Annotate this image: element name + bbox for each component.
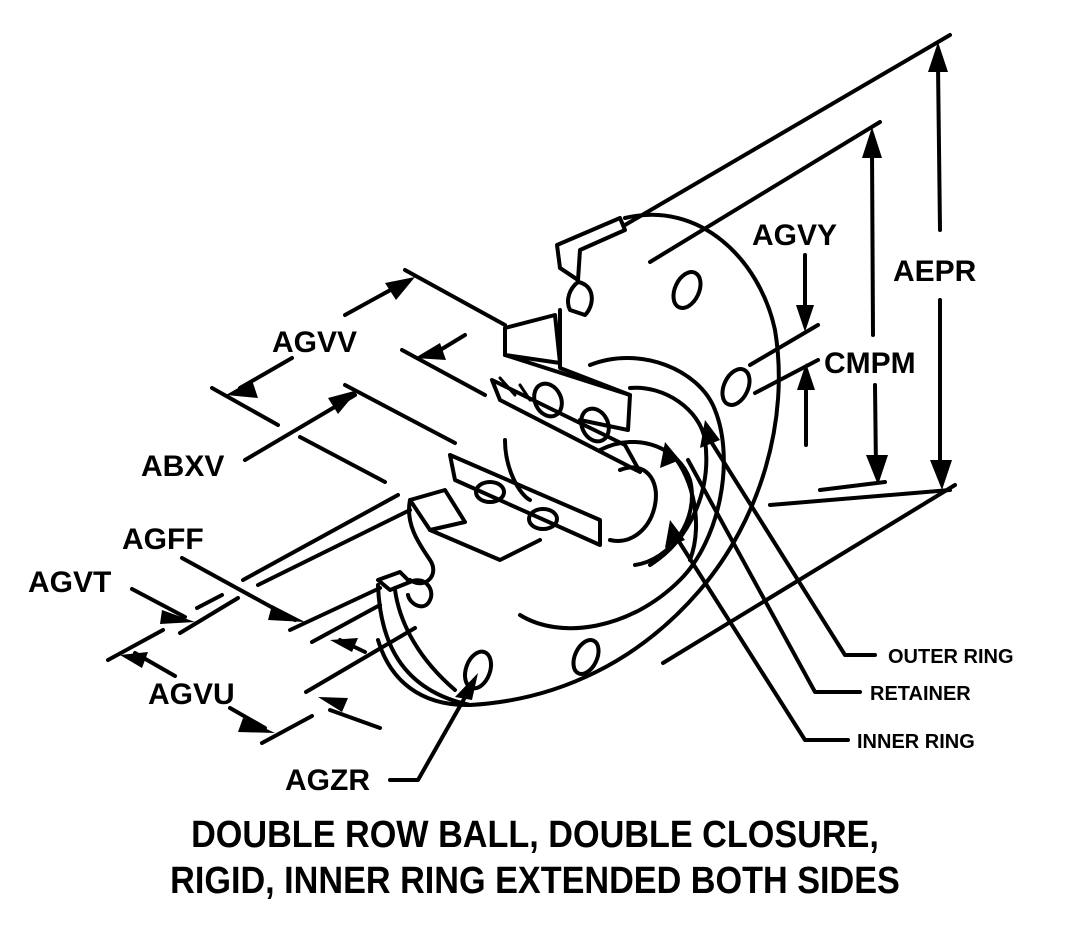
inner-height-dimension: [661, 127, 957, 665]
part-leaders: [676, 438, 877, 742]
inner-arrow-top: [862, 127, 882, 158]
label-agvv: AGVV: [272, 326, 357, 359]
label-outer-ring: OUTER RING: [888, 646, 1014, 668]
aepr-extension-lines: [623, 33, 952, 507]
retainer-leader: [686, 458, 862, 694]
aepr-dimension: [928, 42, 952, 490]
cmpm-arrow: [797, 363, 815, 390]
agvv-dimension: [210, 268, 507, 427]
label-agvy: AGVY: [752, 219, 837, 252]
label-inner-ring: INNER RING: [857, 731, 975, 753]
label-agff: AGFF: [122, 523, 204, 556]
aepr-arrow-bottom: [930, 460, 952, 490]
agvy-cmpm-dimension: [748, 253, 820, 447]
caption-line-1: DOUBLE ROW BALL, DOUBLE CLOSURE,: [191, 814, 879, 856]
figure-caption: DOUBLE ROW BALL, DOUBLE CLOSURE, RIGID, …: [54, 812, 1017, 904]
label-aepr: AEPR: [893, 255, 977, 288]
label-retainer: RETAINER: [870, 683, 971, 705]
label-cmpm: CMPM: [824, 347, 916, 380]
label-agvu: AGVU: [148, 678, 235, 711]
label-agzr: AGZR: [285, 764, 370, 797]
label-agvt: AGVT: [28, 566, 111, 599]
lower-left-dimensions: [106, 493, 417, 745]
caption-line-2: RIGID, INNER RING EXTENDED BOTH SIDES: [170, 860, 900, 902]
abxv-dimension: [243, 383, 457, 484]
label-abxv: ABXV: [141, 450, 224, 483]
inner-arrow-bottom: [866, 455, 888, 485]
agvy-arrow: [796, 305, 814, 332]
agzr-leader: [388, 673, 478, 782]
inner-ring-leader: [676, 538, 850, 742]
outer-ring-leader: [708, 438, 877, 657]
aepr-arrow-top: [928, 42, 948, 72]
